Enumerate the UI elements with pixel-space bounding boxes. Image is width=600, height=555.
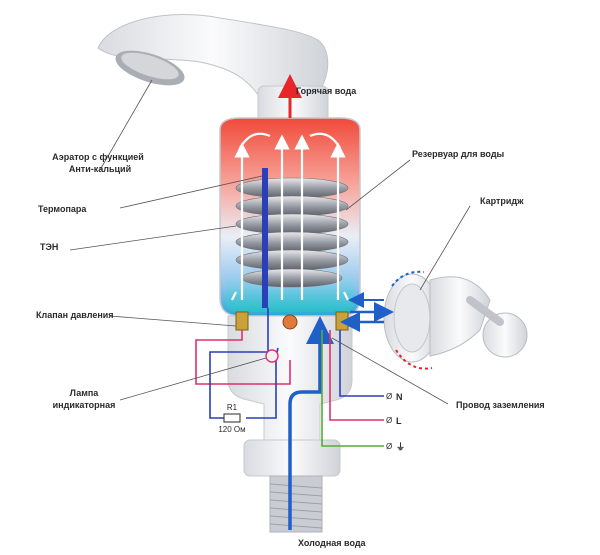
lamp-label-line1: Лампа xyxy=(70,388,100,398)
reservoir-label: Резервуар для воды xyxy=(412,149,505,159)
cartridge-label: Картридж xyxy=(480,196,524,206)
resistor-r1 xyxy=(223,413,241,423)
cold-water-pipe xyxy=(288,316,334,530)
aerator-label-line2: Анти-кальций xyxy=(69,164,131,174)
faucet-spout xyxy=(97,14,329,127)
terminals: Ø N Ø L Ø ⏚ xyxy=(386,392,405,452)
heater-label: ТЭН xyxy=(40,242,58,252)
hot-water-label: Горячая вода xyxy=(296,86,357,96)
terminal-n-label: N xyxy=(396,392,403,402)
thermocouple-label: Термопара xyxy=(38,204,87,214)
terminal-ground-icon: ⏚ xyxy=(396,442,405,452)
leader-lines xyxy=(69,79,471,405)
ground-wire-label: Провод заземления xyxy=(456,400,545,410)
convection-arrows xyxy=(231,132,349,301)
terminal-ground-symbol: Ø xyxy=(386,442,392,451)
indicator-lamp xyxy=(265,349,279,363)
terminal-n-symbol: Ø xyxy=(386,392,392,401)
resistor-value-label: 120 Ом xyxy=(218,425,245,434)
thermocouple-rod xyxy=(262,168,268,308)
pressure-valve-label: Клапан давления xyxy=(36,310,114,320)
wiring xyxy=(195,308,384,447)
cartridge xyxy=(383,270,528,370)
lamp-label-line2: индикаторная xyxy=(53,400,116,410)
cold-water-label: Холодная вода xyxy=(298,538,367,548)
terminal-l-symbol: Ø xyxy=(386,416,392,425)
flow-arrows xyxy=(340,292,394,332)
terminal-l-label: L xyxy=(396,416,402,426)
resistor-name-label: R1 xyxy=(227,403,238,412)
aerator-label-line1: Аэратор с функцией xyxy=(52,152,144,162)
